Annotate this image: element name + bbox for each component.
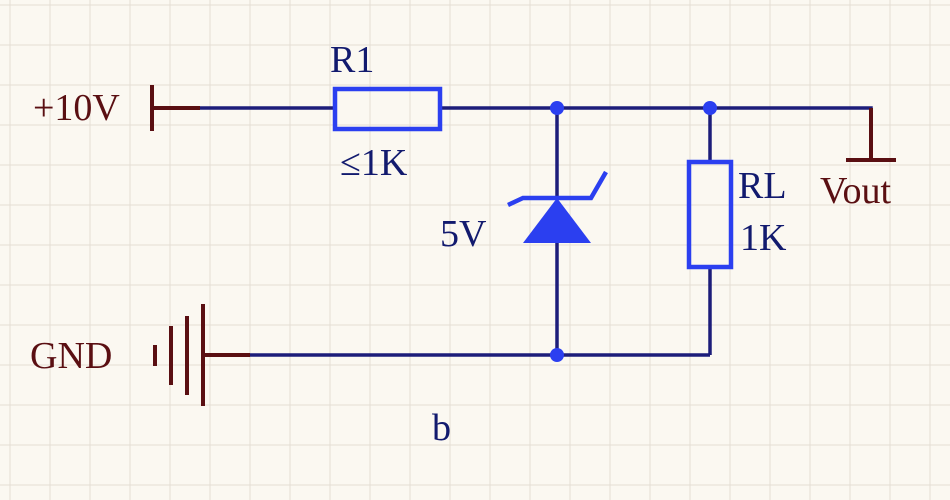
resistor-icon <box>332 86 443 132</box>
zener-value: 5V <box>440 213 487 255</box>
ground-icon <box>153 304 205 406</box>
rl-value: 1K <box>740 217 787 259</box>
junction-dot-icon <box>550 348 564 362</box>
rl-designator: RL <box>738 165 787 207</box>
r1-designator: R1 <box>330 39 374 81</box>
caption: b <box>432 407 451 449</box>
junction-dot-icon <box>703 101 717 115</box>
junctions <box>550 101 717 362</box>
zener-diode-icon <box>507 170 608 243</box>
vout-label: Vout <box>820 170 892 212</box>
junction-dot-icon <box>550 101 564 115</box>
r1-value: ≤1K <box>340 142 408 184</box>
vin-label: +10V <box>33 87 120 129</box>
ground-symbol <box>153 304 250 406</box>
power-port-vin <box>150 85 200 131</box>
gnd-label: GND <box>30 335 112 377</box>
resistor-icon <box>686 159 734 270</box>
power-port-vout <box>846 108 896 162</box>
